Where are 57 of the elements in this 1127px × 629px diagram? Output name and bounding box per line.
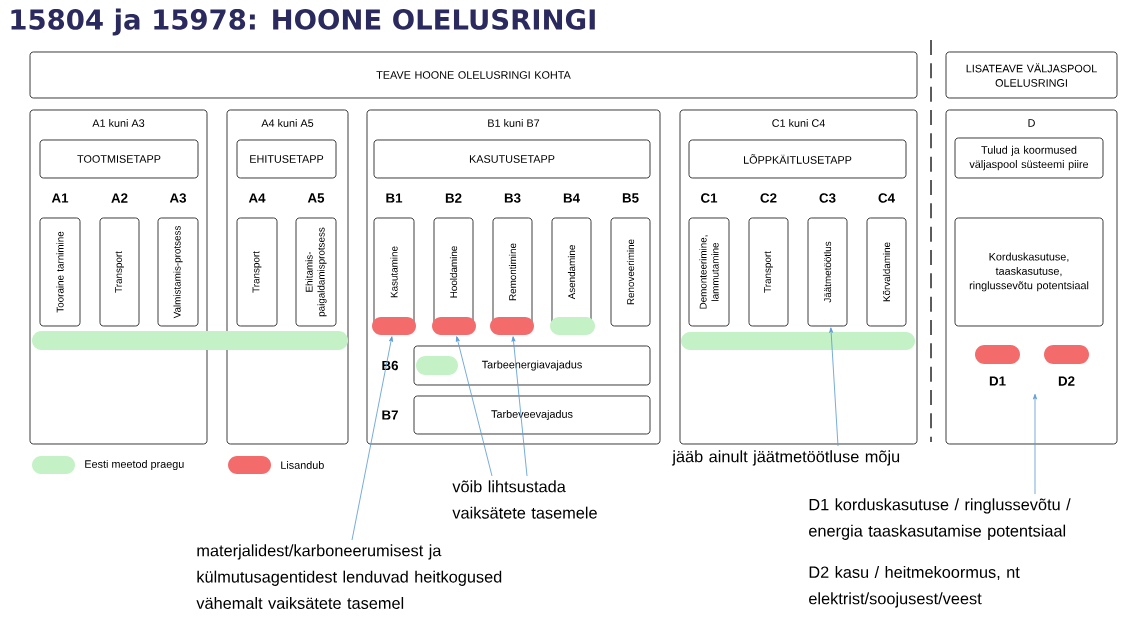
- code-label: C2: [760, 193, 777, 203]
- stage-box: EHITUSETAPP: [236, 139, 337, 179]
- code-label: C1: [701, 193, 718, 203]
- code-label: B1: [386, 193, 403, 203]
- module-box: Tooraine tarnimine: [39, 217, 81, 327]
- pill-marker: [490, 317, 534, 335]
- code-label: A4: [248, 193, 266, 203]
- module-box: Transport: [99, 217, 140, 327]
- code-label: A5: [307, 193, 325, 203]
- code-label: D2: [1058, 376, 1075, 386]
- title: 15804 ja 15978: HOONE OLELUSRINGI: [11, 8, 595, 36]
- pill-marker: [432, 317, 476, 335]
- module-box: Demonteerimine, lammutamine: [688, 217, 730, 327]
- header-box: LISATEAVE VÄLJASPOOL OLELUSRINGI: [945, 51, 1118, 99]
- code-label: B4: [563, 193, 580, 203]
- pill-marker: [550, 317, 595, 335]
- stage-box: Korduskasutuse, taaskasutuse, ringlussevõtu potentsiaal: [954, 217, 1104, 327]
- pill-marker: [32, 331, 348, 350]
- pill-marker: [681, 332, 915, 350]
- note-text: D1 korduskasutuse / ringlussevõtu / energia taaskasutamise potentsiaal D2 kasu / heitmekoormus, nt elektrist/soojusest/veest: [809, 498, 1071, 608]
- code-label: B7: [382, 410, 398, 420]
- leader-line: [455, 336, 493, 477]
- leader-line: [351, 336, 393, 541]
- pill-marker: [416, 356, 458, 375]
- pill-marker: [372, 317, 416, 335]
- code-label: B6: [382, 360, 399, 371]
- note-text: võib lihtsustada vaiksätete tasemele: [452, 480, 597, 519]
- legend-label: Lisandub: [281, 461, 324, 469]
- code-label: B5: [622, 193, 639, 203]
- code-label: B3: [504, 193, 521, 203]
- code-label: A3: [169, 193, 187, 203]
- stage-box: Tulud ja koormused väljaspool süsteemi piire: [954, 137, 1104, 179]
- code-label: C3: [819, 193, 836, 203]
- code-label: D1: [989, 376, 1006, 386]
- leader-line: [829, 327, 839, 447]
- module-box: Renoveerimine: [610, 217, 651, 327]
- module-box: Valmistamis-protsess: [157, 217, 199, 327]
- leader-line: [1033, 393, 1037, 495]
- note-text: materjalidest/karboneerumisest ja külmutusagentidest lenduvad heitkogused vähemalt vaiksätete tasemel: [196, 544, 502, 609]
- module-box: Transport: [236, 217, 278, 327]
- code-label: A1: [51, 193, 69, 203]
- code-label: C4: [878, 193, 895, 203]
- code-label: A2: [111, 193, 128, 203]
- legend-label: Eesti meetod praegu: [85, 459, 184, 471]
- stage-box: Tarbeveevajadus: [413, 395, 651, 435]
- stage-box: KASUTUSETAPP: [373, 139, 651, 179]
- stage-box: Tarbeenergiavajadus: [413, 345, 651, 386]
- stage-box: TOOTMISETAPP: [39, 139, 199, 179]
- module-box: Ehitamis-paigaldamisprotsess: [295, 217, 337, 327]
- stage-box: LÕPPKÄITLUSETAPP: [688, 139, 907, 179]
- module-box: Transport: [748, 217, 789, 327]
- code-label: B2: [445, 193, 462, 203]
- header-box: TEAVE HOONE OLELUSRINGI KOHTA: [29, 51, 918, 99]
- module-box: Jäätmetöötlus: [807, 217, 848, 327]
- module-box: Kõrvaldamine: [866, 217, 907, 327]
- leader-line: [511, 336, 528, 477]
- note-text: jääb ainult jäätmetöötluse mõju: [671, 450, 900, 466]
